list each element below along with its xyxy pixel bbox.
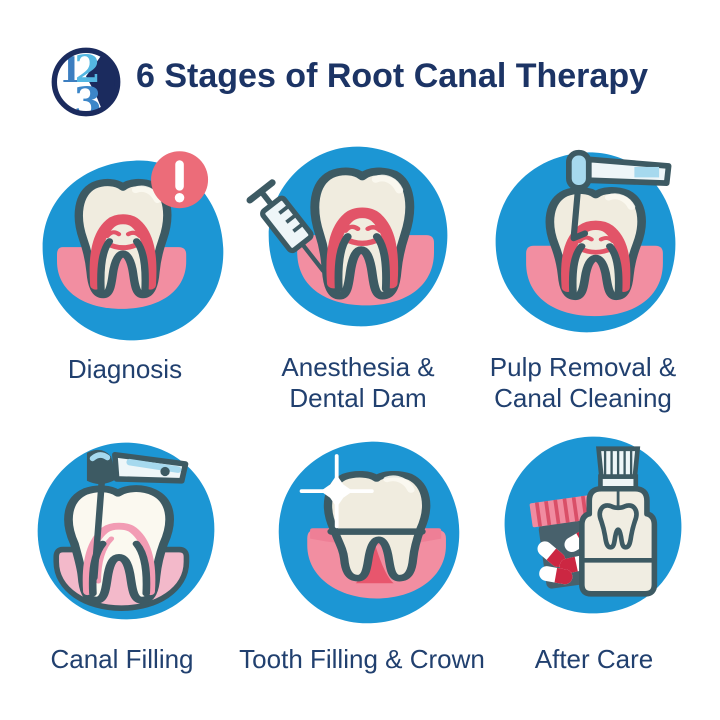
logo-wedge: [86, 54, 118, 110]
stage-icon-tooth-crown: [278, 441, 460, 624]
bottle-tooth-emblem: [597, 503, 639, 550]
mouthwash-cap-ridges: [603, 450, 633, 475]
stage-label-canal-filling: Canal Filling: [50, 644, 194, 674]
tooth-group: [310, 167, 415, 300]
stage-icon-anesthesia: [246, 146, 448, 327]
pulp-eyes: [342, 224, 383, 233]
sparkle-icon: [299, 454, 374, 529]
tooth-highlight: [604, 193, 636, 210]
logo-digit-2: 2: [74, 47, 100, 91]
page-title: 6 Stages of Root Canal Therapy: [136, 57, 648, 95]
stage-icon-diagnosis: [42, 151, 224, 341]
root-canal-file-icon: [566, 149, 672, 242]
syringe-needle: [299, 241, 326, 273]
file-arm-grip: [634, 166, 660, 178]
logo-digit-3: 3: [74, 78, 102, 118]
root-canal: [89, 214, 157, 290]
pulp-eyes: [577, 235, 616, 244]
syringe-plunger-rod: [258, 189, 274, 207]
stage-label-pulp-removal: Pulp Removal & Canal Cleaning: [489, 352, 677, 413]
tooth-group: [545, 187, 646, 301]
stage-label-anesthesia: Anesthesia & Dental Dam: [281, 352, 435, 413]
tooth-group: [74, 178, 172, 299]
root-canal: [561, 220, 631, 292]
tooth-highlight: [131, 185, 162, 204]
syringe-icon: [246, 179, 326, 273]
root-outline: [334, 233, 390, 293]
pill-jar-cap-stripes: [534, 495, 589, 527]
syringe-plunger-bar: [246, 179, 276, 204]
file-shaft: [570, 181, 589, 242]
drill-head-shine: [89, 452, 111, 462]
dental-drill-icon: [86, 449, 189, 581]
root-outline: [97, 238, 149, 294]
logo-123dentist: 1 2 3: [51, 47, 121, 118]
drill-handpiece-shine: [126, 458, 182, 473]
stage-icon-canal-filling: [37, 442, 215, 620]
tooth-highlight: [371, 174, 404, 194]
syringe-scale-marks: [278, 204, 304, 233]
root-outline: [568, 243, 623, 296]
pill-capsule: [537, 541, 566, 567]
stage-icon-after-care: [504, 436, 682, 614]
mouthwash-bottle-icon: [579, 446, 658, 597]
file-handle: [566, 149, 592, 191]
alert-exclamation-dot: [174, 193, 185, 203]
stage-label-tooth-crown: Tooth Filling & Crown: [239, 644, 485, 674]
pulp-eyes: [104, 230, 143, 238]
sparkle-core: [320, 475, 353, 508]
canal-line-inner: [95, 536, 115, 584]
tooth-group: [323, 471, 431, 582]
stage-icon-pulp-removal: [495, 149, 676, 333]
drill-bit: [91, 477, 106, 581]
drill-button: [160, 466, 170, 477]
pill-capsule: [539, 566, 573, 585]
tooth: [323, 471, 431, 582]
stage-label-diagnosis: Diagnosis: [67, 354, 183, 384]
tooth-highlight: [383, 475, 415, 493]
root-canal: [326, 207, 399, 289]
stage-label-after-care: After Care: [534, 644, 654, 674]
canal-lines: [82, 522, 156, 596]
